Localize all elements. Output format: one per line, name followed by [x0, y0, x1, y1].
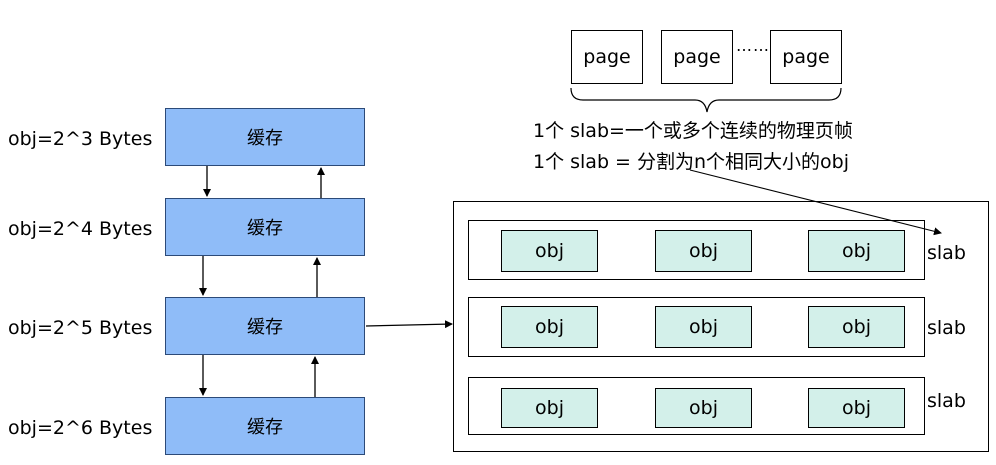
page-box-2: page [661, 30, 733, 84]
slab-pages-description: 1个 slab=一个或多个连续的物理页帧 [533, 120, 853, 142]
cache-box-1: 缓存 [165, 108, 365, 166]
pages-ellipsis: …… [736, 36, 770, 55]
cache-box-label: 缓存 [247, 128, 283, 149]
obj-label: obj [689, 316, 718, 338]
cache-box-3: 缓存 [165, 297, 365, 355]
slab-label-1: slab [927, 242, 966, 264]
slab-label-3: slab [927, 390, 966, 412]
obj-box: obj [501, 306, 598, 348]
obj-box: obj [808, 306, 905, 348]
obj-box: obj [655, 306, 752, 348]
obj-label: obj [535, 397, 564, 419]
page-box-label: page [583, 46, 631, 68]
cache-size-label-1: obj=2^3 Bytes [8, 128, 153, 150]
obj-label: obj [842, 397, 871, 419]
obj-box: obj [655, 230, 752, 272]
slab-objs-description: 1个 slab = 分割为n个相同大小的obj [533, 151, 850, 173]
obj-box: obj [501, 230, 598, 272]
cache-box-4: 缓存 [165, 397, 365, 455]
page-box-label: page [782, 46, 830, 68]
cache-size-label-4: obj=2^6 Bytes [8, 417, 153, 439]
obj-box: obj [808, 388, 905, 428]
cache-box-label: 缓存 [247, 417, 283, 438]
cache-box-2: 缓存 [165, 198, 365, 256]
obj-to-slab-pointer [689, 169, 942, 236]
cache-to-slabs-arrow [365, 320, 453, 329]
page-box-label: page [673, 46, 721, 68]
obj-label: obj [842, 240, 871, 262]
slab-label-2: slab [927, 317, 966, 339]
obj-box: obj [501, 388, 598, 428]
obj-label: obj [689, 240, 718, 262]
cache-size-label-3: obj=2^5 Bytes [8, 317, 153, 339]
page-box-1: page [571, 30, 643, 84]
obj-label: obj [535, 240, 564, 262]
pages-brace [570, 87, 842, 113]
obj-label: obj [842, 316, 871, 338]
cache-size-label-2: obj=2^4 Bytes [8, 218, 153, 240]
cache-box-label: 缓存 [247, 218, 283, 239]
page-box-3: page [770, 30, 842, 84]
obj-label: obj [689, 397, 718, 419]
obj-box: obj [808, 230, 905, 272]
cache-box-label: 缓存 [247, 317, 283, 338]
obj-box: obj [655, 388, 752, 428]
obj-label: obj [535, 316, 564, 338]
